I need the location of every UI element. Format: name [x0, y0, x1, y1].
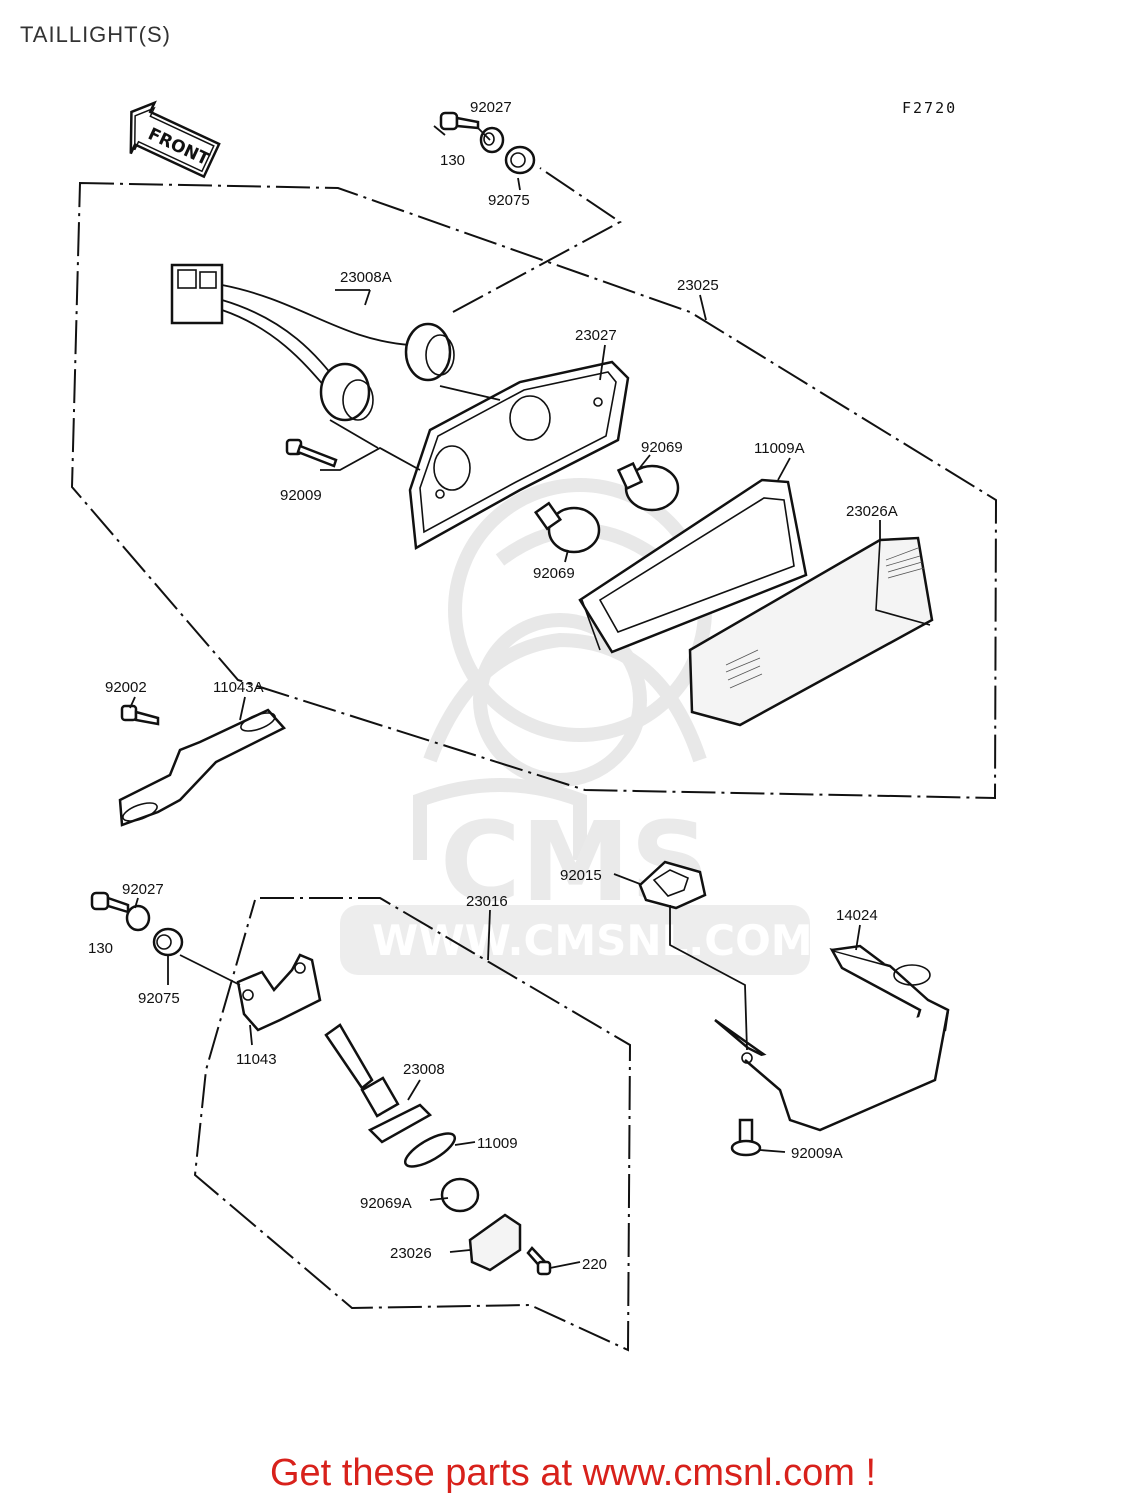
- bracket-11043a-icon: [118, 708, 287, 827]
- watermark-url: WWW.CMSNL.COM: [372, 916, 813, 965]
- subassembly-boundary-top: [452, 167, 622, 313]
- label-92069a: 92069A: [360, 1195, 412, 1212]
- assembly-boundary-23016: [193, 897, 632, 1352]
- assembly-boundary-23025: [70, 181, 998, 800]
- label-130-bottom: 130: [88, 940, 113, 957]
- label-23008: 23008: [403, 1061, 445, 1078]
- label-23026a: 23026A: [846, 503, 898, 520]
- gasket-11009-icon: [403, 1132, 457, 1168]
- screw-220-icon: [526, 1246, 552, 1276]
- watermark-mascot-icon: [413, 478, 712, 860]
- label-92027-top: 92027: [470, 99, 512, 116]
- label-92069-a: 92069: [641, 439, 683, 456]
- lens-23026-icon: [468, 1213, 522, 1272]
- cover-14024-icon: [714, 944, 950, 1132]
- screw-92009-icon: [285, 438, 338, 468]
- label-11043a: 11043A: [213, 679, 264, 696]
- parts-diagram: CMS WWW.CMSNL.COM FRONT F2720: [70, 99, 998, 1352]
- screw-92009a-icon: [730, 1118, 762, 1157]
- label-92075-top: 92075: [488, 192, 530, 209]
- harness-23008a-icon: [170, 263, 455, 422]
- page-title: TAILLIGHT(S): [20, 22, 171, 47]
- label-23008a: 23008A: [340, 269, 392, 286]
- label-23026: 23026: [390, 1245, 432, 1262]
- label-92002: 92002: [105, 679, 147, 696]
- label-92027-bottom: 92027: [122, 881, 164, 898]
- label-11009: 11009: [477, 1135, 518, 1152]
- socket-23008-icon: [324, 1023, 433, 1144]
- label-220: 220: [582, 1256, 607, 1273]
- label-23027: 23027: [575, 327, 617, 344]
- label-23025: 23025: [677, 277, 719, 294]
- gasket-11009a-icon: [578, 478, 808, 654]
- grommet-92075-top-icon: [504, 145, 536, 175]
- bracket-11043-icon: [236, 953, 322, 1032]
- screw-130-top-icon: [439, 111, 480, 131]
- grommet-92075-bottom-icon: [152, 927, 184, 957]
- label-11009a: 11009A: [754, 440, 805, 457]
- nut-92015-icon: [638, 860, 707, 910]
- bulb-92069a-icon: [440, 1177, 480, 1213]
- label-14024: 14024: [836, 907, 878, 924]
- label-23016: 23016: [466, 893, 508, 910]
- label-11043: 11043: [236, 1051, 277, 1068]
- label-130-top: 130: [440, 152, 465, 169]
- bulb-92069-a-icon: [616, 461, 680, 512]
- front-arrow-icon: FRONT: [129, 100, 221, 179]
- leader-lines: [129, 125, 881, 1269]
- figure-code: F2720: [902, 99, 957, 117]
- collar-92027-top-icon: [479, 126, 505, 154]
- screw-92002-icon: [120, 704, 160, 726]
- label-92075-bottom: 92075: [138, 990, 180, 1007]
- label-92009a: 92009A: [791, 1145, 843, 1162]
- bulb-92069-b-icon: [533, 501, 601, 554]
- label-92015: 92015: [560, 867, 602, 884]
- housing-23027-icon: [408, 360, 630, 551]
- part-labels: 92027 130 92075 23008A 23025 23027 92069…: [88, 99, 898, 1273]
- footer-link[interactable]: Get these parts at www.cmsnl.com !: [269, 1452, 877, 1494]
- label-92009: 92009: [280, 487, 322, 504]
- collar-92027-bottom-icon: [125, 904, 151, 932]
- label-92069-b: 92069: [533, 565, 575, 582]
